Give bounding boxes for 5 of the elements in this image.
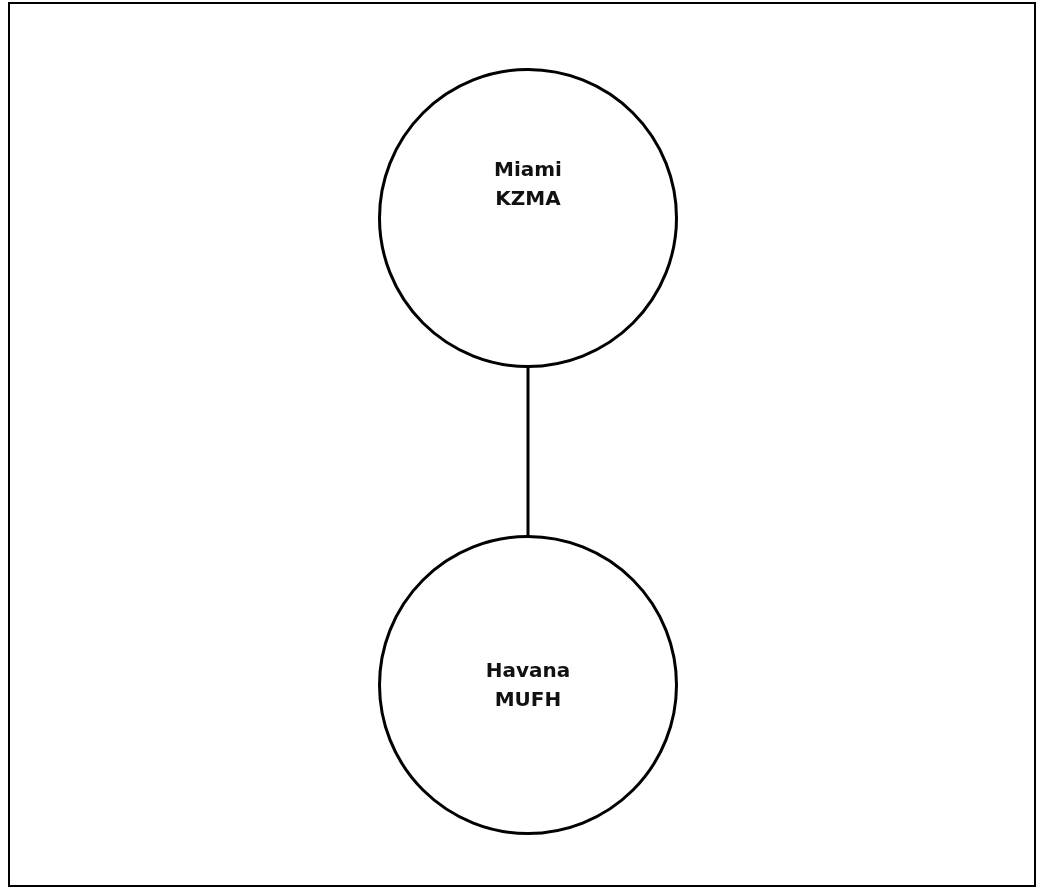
airport-code: MUFH xyxy=(494,686,562,713)
airport-code: KZMA xyxy=(495,185,561,212)
city-name: Miami xyxy=(494,156,562,183)
connector-line xyxy=(526,367,530,536)
city-name: Havana xyxy=(485,657,571,684)
